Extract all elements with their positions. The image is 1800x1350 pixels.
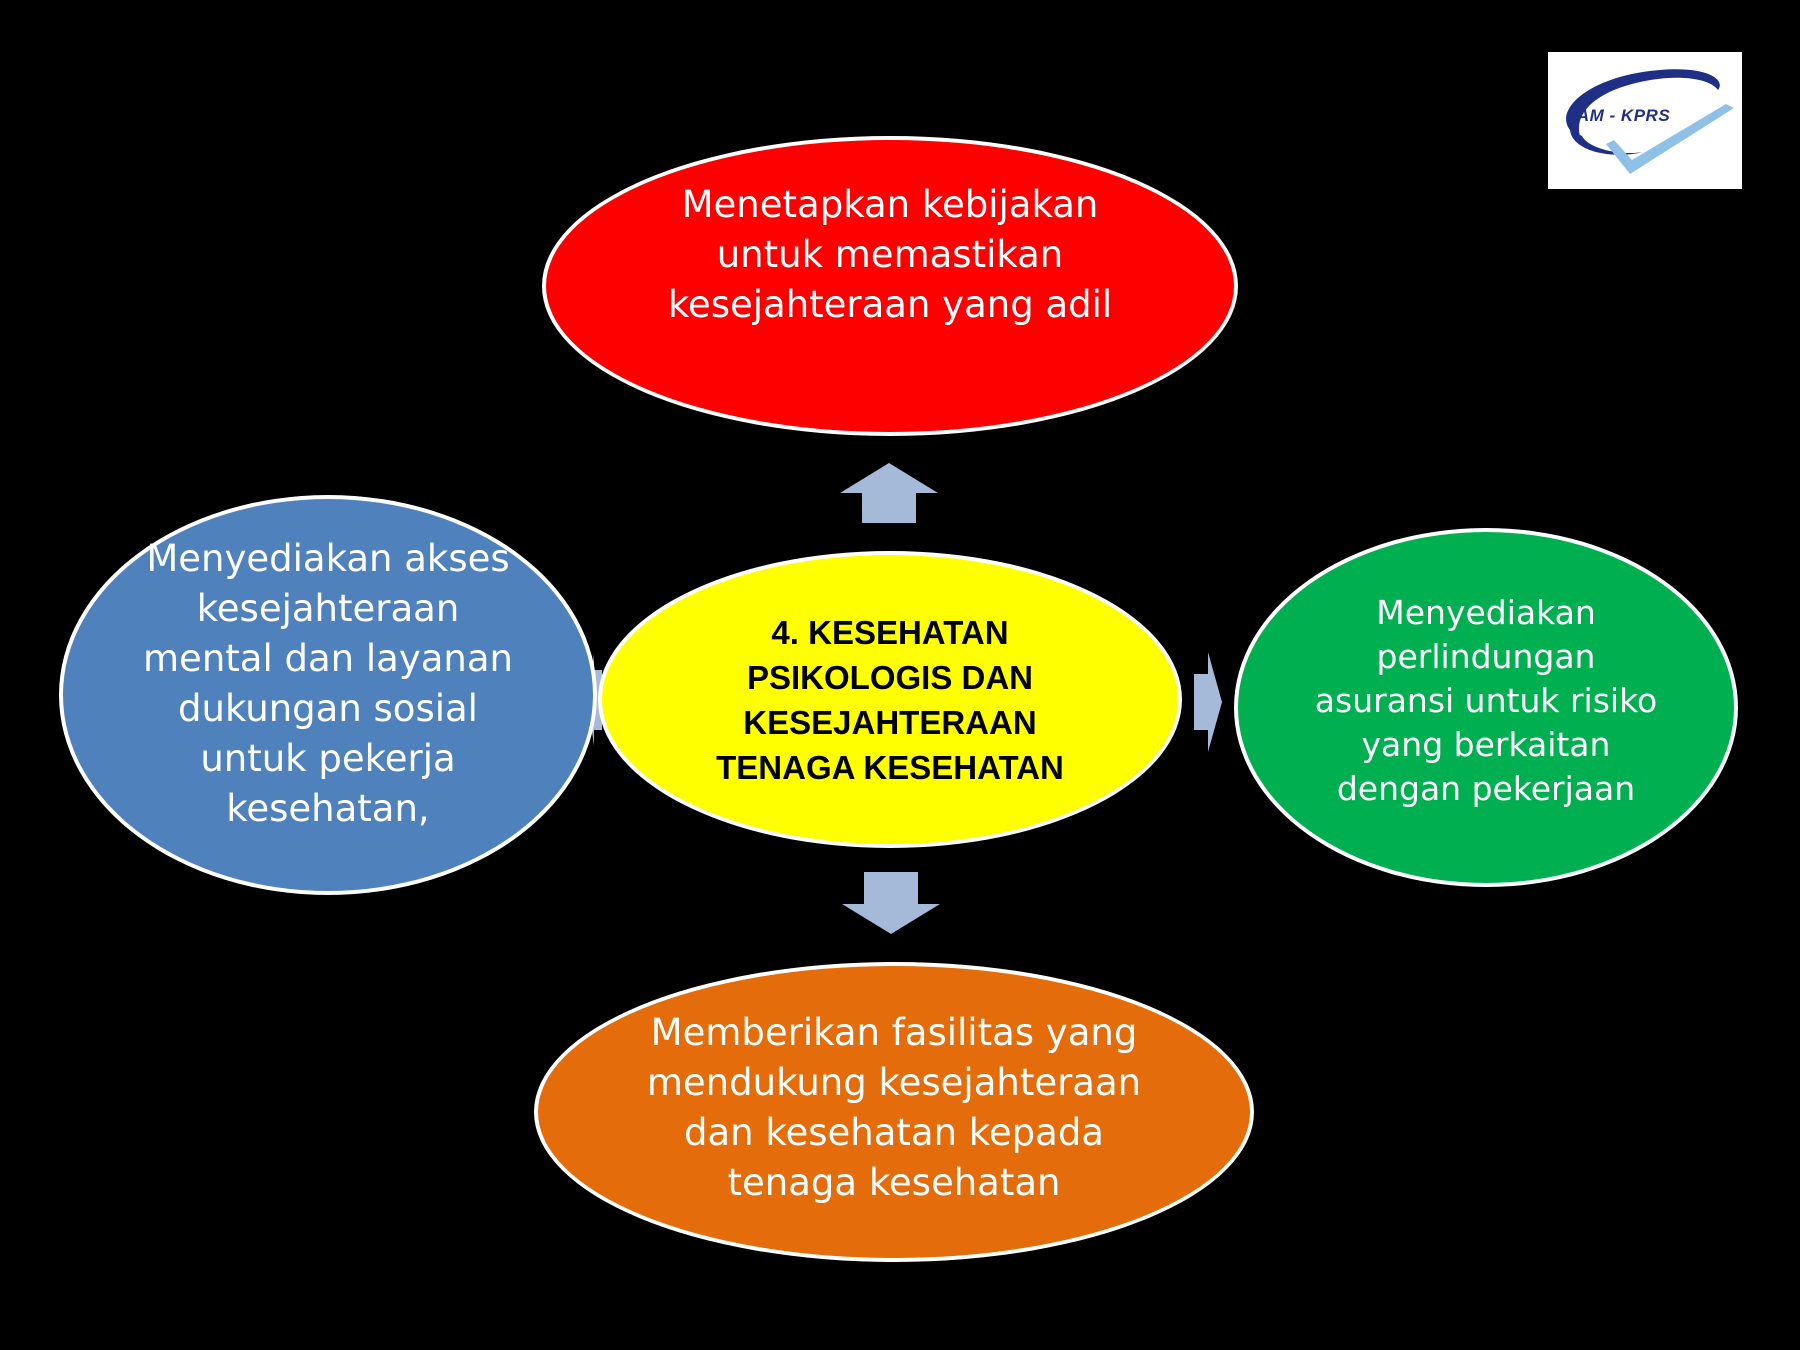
node-facilities: Memberikan fasilitas yang mendukung kese…: [534, 962, 1254, 1262]
logo-text: LAM - KPRS: [1566, 106, 1671, 125]
node-facilities-text: Memberikan fasilitas yang mendukung kese…: [646, 1011, 1142, 1204]
node-mental-wellbeing-text: Menyediakan akses kesejahteraan mental d…: [143, 537, 513, 830]
arrow-right-icon: [1194, 652, 1222, 752]
arrow-up-icon: [840, 463, 938, 523]
node-policy-text: Menetapkan kebijakan untuk memastikan ke…: [667, 183, 1113, 326]
logo-emblem-icon: [1566, 69, 1734, 174]
node-center-topic-text: 4. KESEHATAN PSIKOLOGIS DAN KESEJAHTERAA…: [716, 613, 1064, 786]
lam-kprs-logo: LAM - KPRS: [1548, 52, 1742, 189]
node-mental-wellbeing: Menyediakan akses kesejahteraan mental d…: [59, 495, 597, 895]
node-policy: Menetapkan kebijakan untuk memastikan ke…: [542, 136, 1238, 436]
node-insurance-text: Menyediakan perlindungan asuransi untuk …: [1314, 592, 1658, 808]
arrow-down-icon: [842, 872, 940, 934]
node-center-topic: 4. KESEHATAN PSIKOLOGIS DAN KESEJAHTERAA…: [598, 551, 1182, 848]
node-insurance: Menyediakan perlindungan asuransi untuk …: [1234, 528, 1738, 887]
